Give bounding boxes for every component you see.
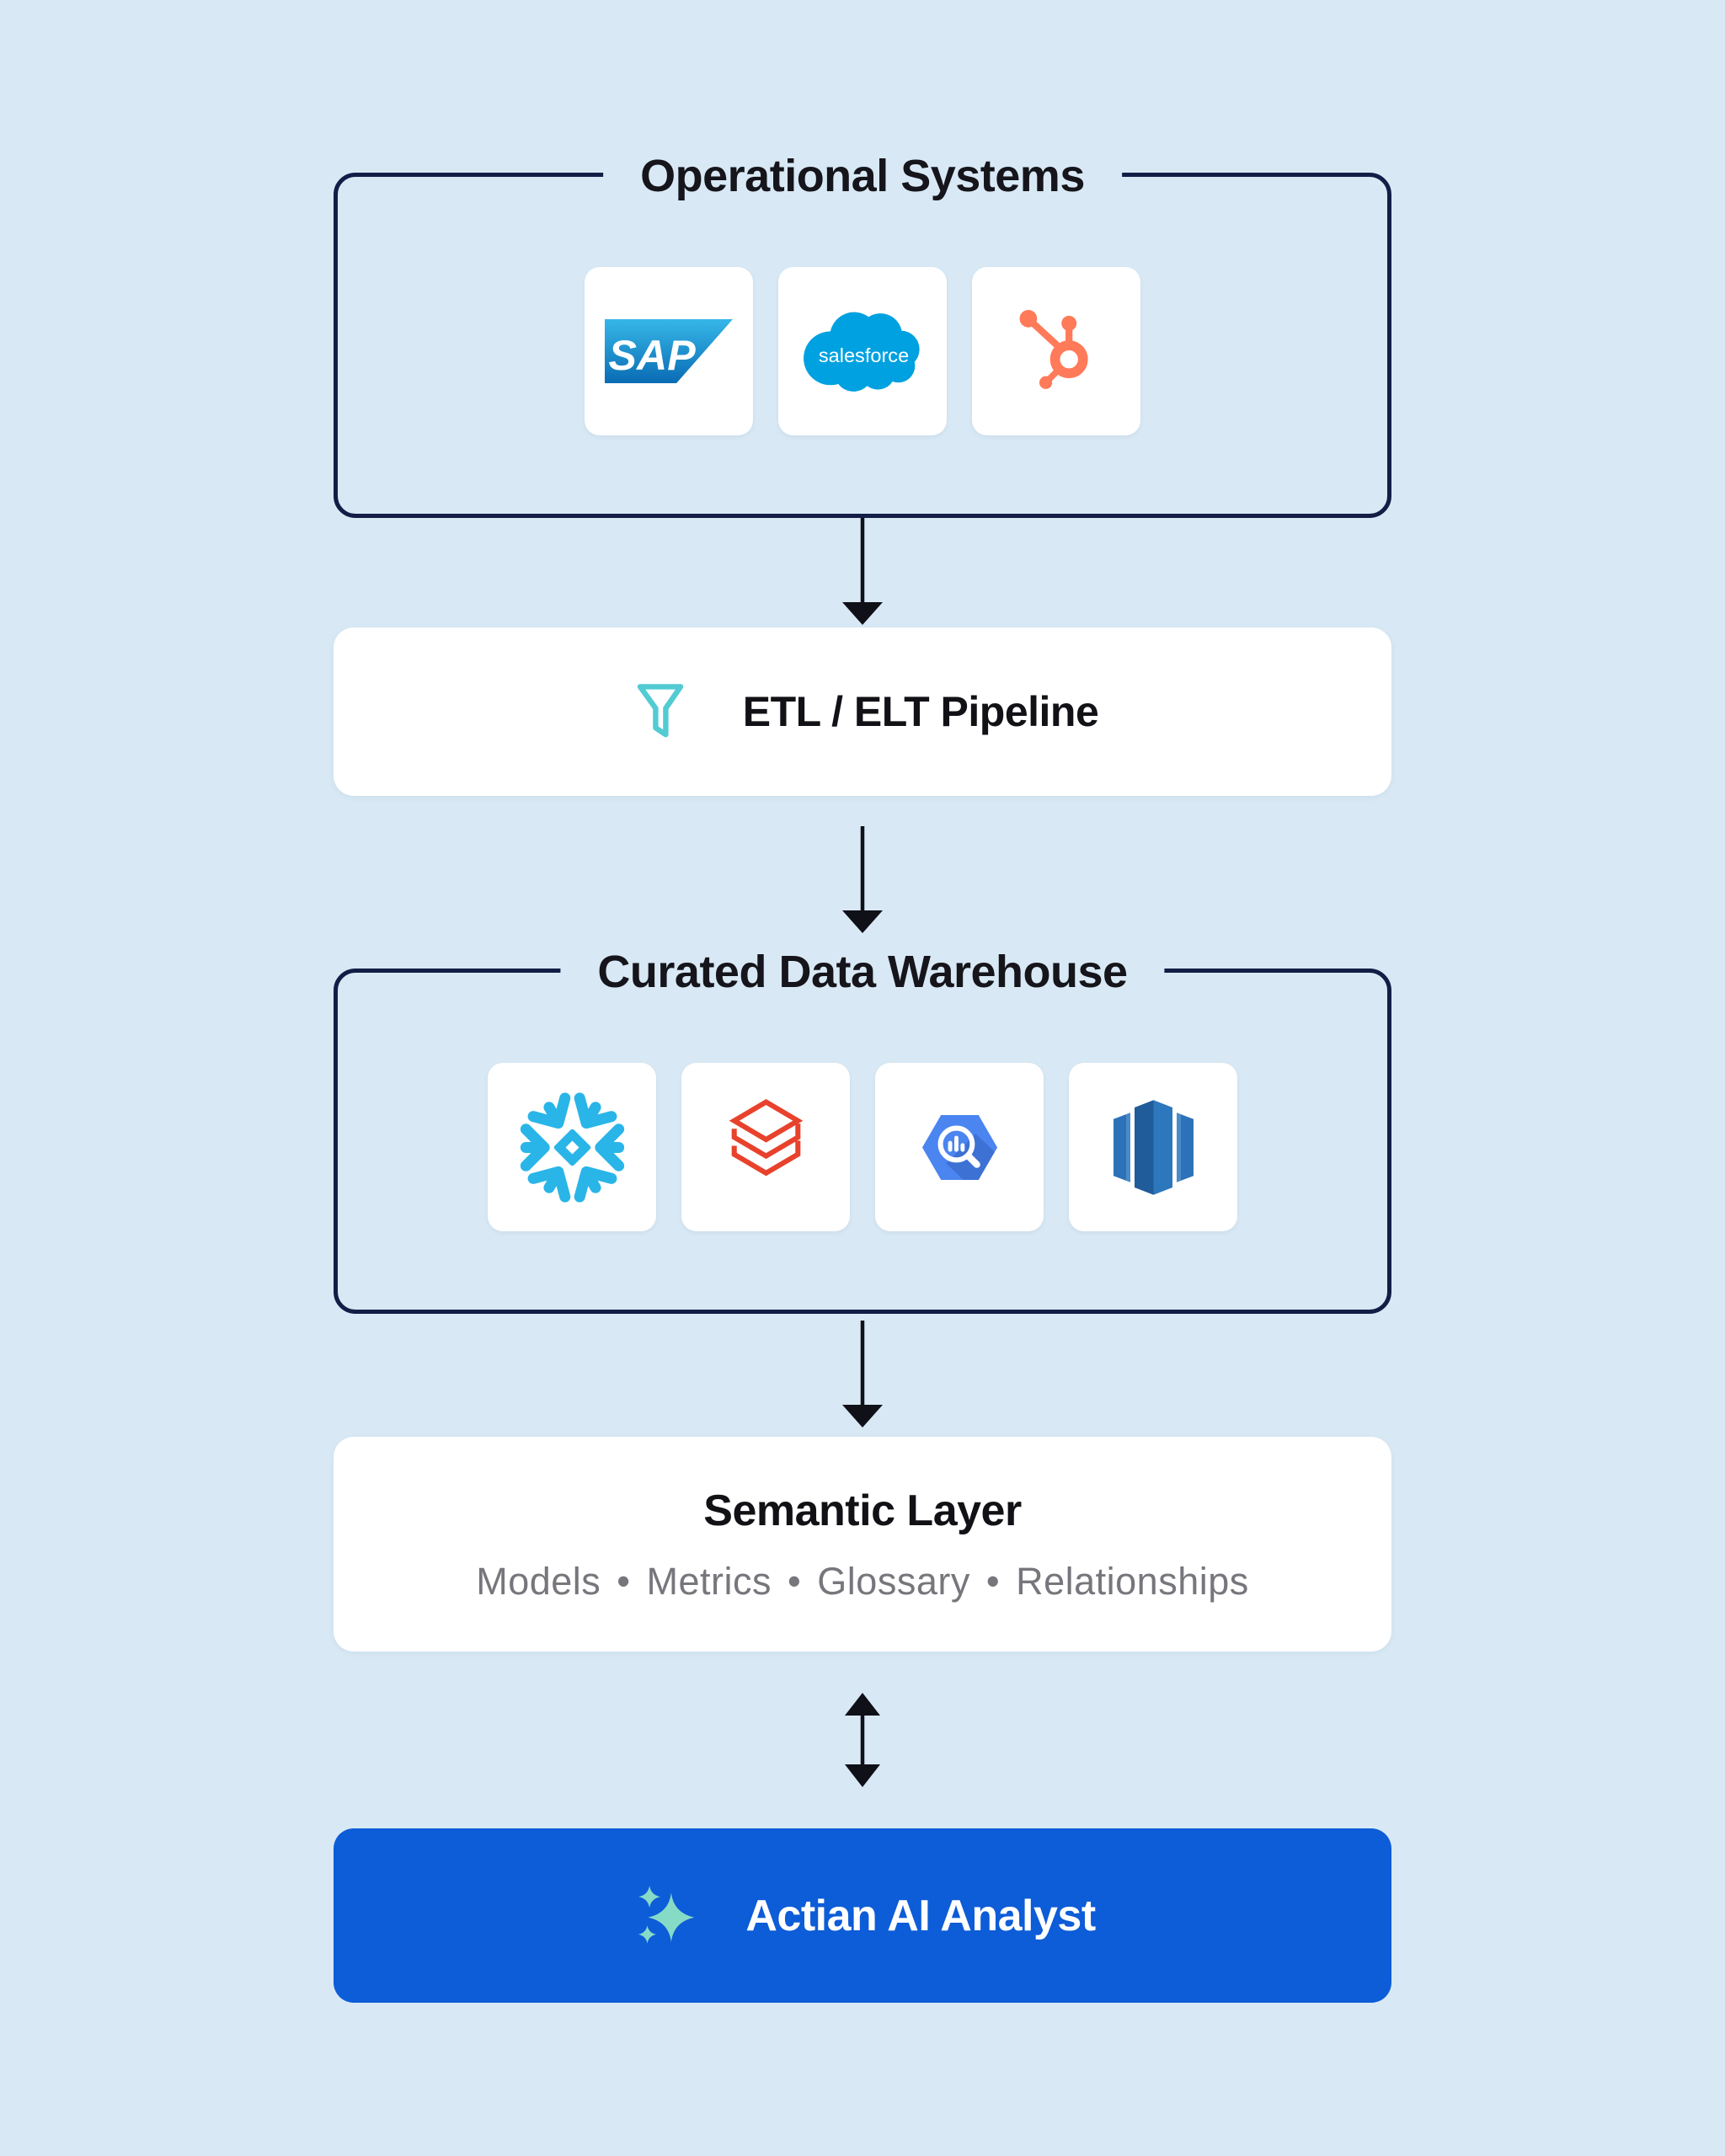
salesforce-wordmark: salesforce	[819, 344, 909, 366]
arrow-up-down-icon	[845, 1693, 880, 1787]
arrow-down-icon	[842, 826, 883, 933]
etl-pipeline-card: ETL / ELT Pipeline	[334, 627, 1391, 796]
semantic-layer-subtitle: Models • Metrics • Glossary • Relationsh…	[476, 1559, 1249, 1603]
etl-pipeline-label: ETL / ELT Pipeline	[742, 688, 1099, 735]
redshift-card	[1069, 1063, 1237, 1231]
salesforce-logo-icon: salesforce	[804, 312, 920, 392]
architecture-diagram: Operational Systems SAP	[334, 0, 1391, 2003]
redshift-logo-icon	[1113, 1099, 1194, 1195]
hubspot-logo-icon	[1019, 310, 1088, 389]
curated-data-warehouse-box: Curated Data Warehouse	[334, 942, 1391, 1314]
flow-arrow-3	[334, 1321, 1391, 1430]
bigquery-logo-icon	[921, 1114, 997, 1180]
arrow-down-icon	[842, 1321, 883, 1428]
hubspot-card	[972, 267, 1140, 435]
actian-ai-analyst-label: Actian AI Analyst	[745, 1891, 1096, 1940]
sap-wordmark: SAP	[609, 332, 697, 379]
operational-systems-title: Operational Systems	[603, 147, 1122, 205]
operational-systems-box: Operational Systems SAP	[334, 147, 1391, 518]
semantic-layer-title: Semantic Layer	[703, 1486, 1022, 1535]
semantic-layer-card: Semantic Layer Models • Metrics • Glossa…	[334, 1437, 1391, 1652]
funnel-icon	[637, 684, 683, 738]
snowflake-card	[488, 1063, 656, 1231]
salesforce-card: salesforce	[778, 267, 947, 435]
sap-card: SAP	[585, 267, 753, 435]
curated-data-warehouse-title: Curated Data Warehouse	[560, 942, 1165, 1001]
flow-arrow-2	[334, 826, 1391, 936]
databricks-logo-icon	[729, 1098, 803, 1176]
sparkles-icon	[638, 1885, 695, 1944]
arrow-down-icon	[842, 518, 883, 625]
databricks-card	[681, 1063, 850, 1231]
sap-logo-icon: SAP	[605, 319, 733, 383]
bigquery-card	[875, 1063, 1044, 1231]
actian-ai-analyst-button: Actian AI Analyst	[334, 1828, 1391, 2003]
operational-systems-logo-row: SAP salesforce	[585, 267, 1140, 435]
warehouse-logo-row	[488, 1063, 1237, 1231]
snowflake-logo-icon	[520, 1091, 624, 1203]
flow-arrow-bidirectional	[334, 1693, 1391, 1787]
flow-arrow-1	[334, 518, 1391, 627]
